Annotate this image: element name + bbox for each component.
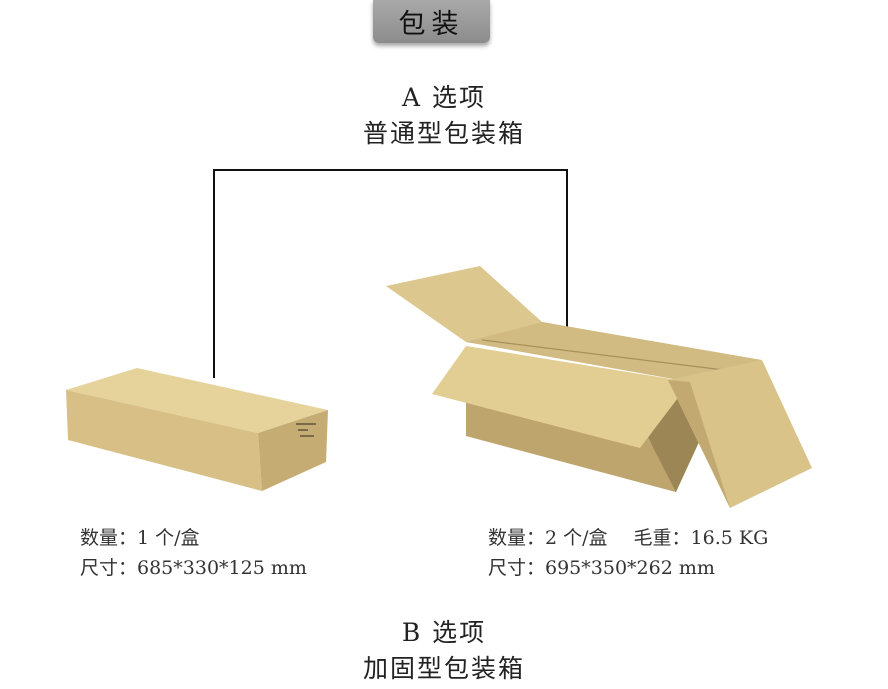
right-box-size: 尺寸：695*350*262 mm <box>488 557 715 579</box>
option-b-label: B 选项 <box>401 618 487 647</box>
right-box-quantity: 数量：2 个/盒 <box>488 527 608 549</box>
open-box-illustration <box>386 266 812 508</box>
option-b-name: 加固型包装箱 <box>362 654 525 683</box>
left-box-quantity: 数量：1 个/盒 <box>80 527 200 549</box>
right-box-spec-line: 数量：2 个/盒 毛重：16.5 KG <box>488 523 768 550</box>
left-box-size: 尺寸：685*330*125 mm <box>80 557 307 579</box>
closed-box-illustration <box>66 368 328 491</box>
connector-line <box>213 169 568 378</box>
section-title-tab: 包装 <box>373 0 490 43</box>
section-title: 包装 <box>398 9 465 40</box>
option-a-name: 普通型包装箱 <box>362 119 525 148</box>
option-a-label: A 选项 <box>401 83 486 112</box>
right-box-gross-weight: 毛重：16.5 KG <box>633 527 769 549</box>
